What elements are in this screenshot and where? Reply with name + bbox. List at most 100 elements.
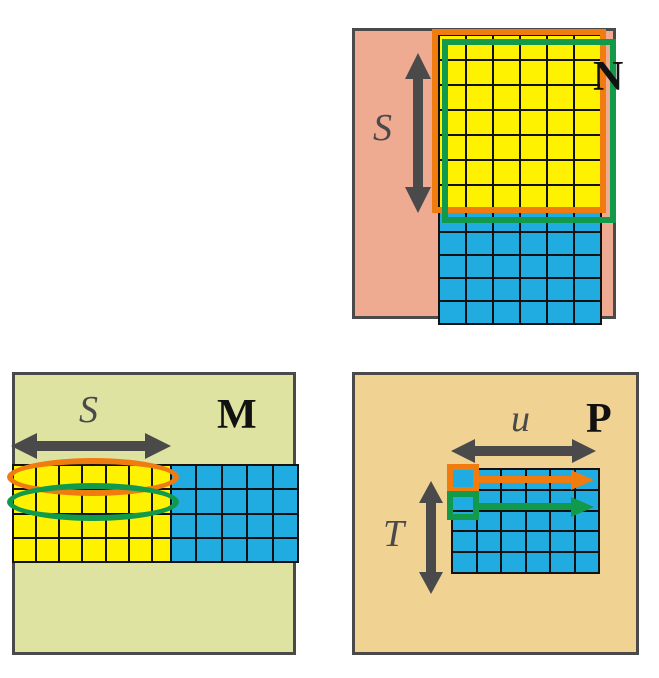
panel-m-green-highlight-ellipse: [7, 483, 179, 521]
tile-cell: [273, 466, 297, 489]
tile-cell: [502, 511, 525, 531]
tile-cell: [248, 538, 272, 561]
tile-cell: [521, 256, 546, 277]
tile-cell: [494, 302, 519, 323]
tile-cell: [521, 279, 546, 300]
tile-cell: [494, 136, 519, 159]
tile-cell: [521, 111, 546, 134]
tile-cell: [467, 111, 492, 134]
tile-cell: [467, 233, 492, 254]
panel-n-orange-highlight-rect: [432, 29, 606, 213]
tile-cell: [575, 553, 598, 572]
panel-p: u T P: [352, 372, 639, 655]
tile-cell: [467, 86, 492, 109]
tile-cell: [453, 553, 476, 572]
tile-cell: [222, 514, 247, 537]
tile-cell: [477, 553, 500, 572]
tile-cell: [248, 514, 272, 537]
tile-cell: [248, 490, 272, 513]
tile-cell: [575, 233, 600, 254]
tile-cell: [548, 86, 573, 109]
tile-cell: [494, 111, 519, 134]
tile-cell: [273, 538, 297, 561]
tile-cell: [551, 553, 574, 572]
tile-cell: [575, 111, 600, 134]
panel-p-green-flow-arrow: [473, 497, 594, 517]
tile-cell: [548, 256, 573, 277]
tile-cell: [14, 514, 36, 537]
tile-cell: [453, 470, 476, 489]
tile-cell: [575, 61, 600, 84]
panel-p-u-dimension-arrow: [451, 439, 596, 463]
panel-p-t-label: T: [383, 513, 405, 555]
tile-cell: [440, 256, 465, 277]
tile-cell: [575, 279, 600, 300]
tile-cell: [37, 514, 59, 537]
tile-cell: [152, 514, 174, 537]
tile-cell: [494, 256, 519, 277]
tile-cell: [248, 466, 272, 489]
tile-cell: [197, 538, 221, 561]
panel-n-s-dimension-arrow: [405, 53, 431, 213]
tile-cell: [494, 61, 519, 84]
tile-cell: [494, 86, 519, 109]
tile-cell: [548, 233, 573, 254]
tile-cell: [273, 514, 297, 537]
tile-cell: [494, 233, 519, 254]
tile-cell: [575, 511, 598, 531]
tile-cell: [453, 532, 476, 552]
tile-cell: [172, 514, 196, 537]
tile-cell: [152, 538, 174, 561]
tile-cell: [129, 514, 151, 537]
tile-cell: [197, 514, 221, 537]
tile-cell: [526, 511, 549, 531]
panel-p-letter: P: [586, 396, 612, 442]
tile-cell: [548, 302, 573, 323]
tile-cell: [222, 538, 247, 561]
tile-cell: [575, 256, 600, 277]
tile-cell: [467, 136, 492, 159]
tile-cell: [548, 111, 573, 134]
tile-cell: [83, 538, 105, 561]
tile-cell: [502, 553, 525, 572]
tile-cell: [551, 511, 574, 531]
tile-cell: [494, 161, 519, 184]
panel-n-blue-tile-grid: [438, 208, 602, 325]
panel-n-green-highlight-rect: [442, 39, 616, 223]
tile-cell: [575, 186, 600, 209]
panel-m-letter: M: [217, 392, 257, 438]
tile-cell: [273, 490, 297, 513]
tile-cell: [494, 279, 519, 300]
tile-cell: [440, 279, 465, 300]
panel-m: S M: [7, 372, 299, 655]
panel-m-blue-tile-grid: [170, 464, 299, 563]
tile-cell: [60, 538, 82, 561]
tile-cell: [222, 490, 247, 513]
tile-cell: [521, 61, 546, 84]
tile-cell: [502, 532, 525, 552]
tile-cell: [129, 538, 151, 561]
tile-cell: [440, 302, 465, 323]
tile-cell: [521, 233, 546, 254]
tile-cell: [575, 86, 600, 109]
tile-cell: [477, 511, 500, 531]
tile-cell: [197, 466, 221, 489]
tile-cell: [526, 553, 549, 572]
tile-cell: [467, 279, 492, 300]
panel-n: S N: [352, 28, 623, 325]
tile-cell: [106, 538, 128, 561]
tile-cell: [467, 186, 492, 209]
tile-cell: [467, 302, 492, 323]
tile-cell: [548, 186, 573, 209]
tile-cell: [172, 466, 196, 489]
tile-cell: [548, 279, 573, 300]
panel-p-t-dimension-arrow: [419, 481, 443, 594]
panel-n-s-label: S: [373, 107, 392, 149]
tile-cell: [521, 186, 546, 209]
panel-n-letter: N: [593, 54, 624, 100]
tile-cell: [526, 532, 549, 552]
tile-cell: [548, 61, 573, 84]
tile-cell: [521, 86, 546, 109]
tile-cell: [521, 161, 546, 184]
tile-cell: [575, 302, 600, 323]
